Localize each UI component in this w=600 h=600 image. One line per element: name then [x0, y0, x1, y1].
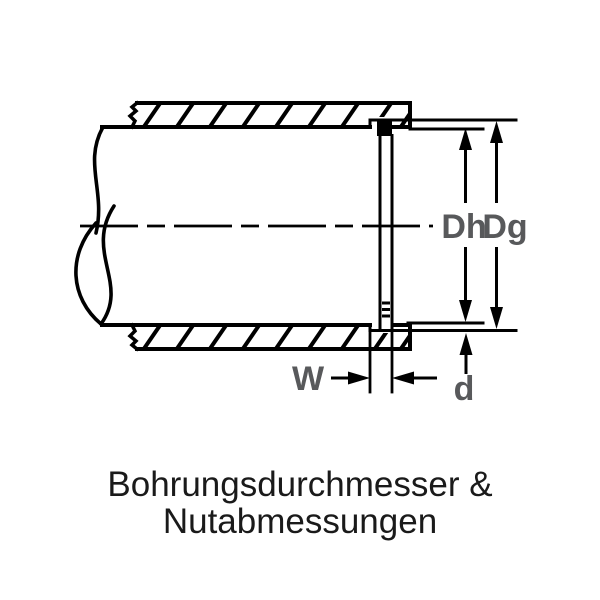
bore-surface-lines	[100, 125, 412, 327]
caption-line-2: Nutabmessungen	[162, 502, 438, 541]
housing-bottom-wall	[127, 322, 412, 352]
ring-section-filled	[377, 119, 392, 136]
label-dh: Dh	[441, 208, 486, 246]
ring-gap-dashes	[382, 301, 390, 318]
dim-line-dh	[459, 128, 472, 322]
dim-width-w	[331, 371, 437, 385]
dim-line-dg	[490, 121, 503, 329]
break-lines	[74, 125, 116, 326]
label-w: W	[292, 360, 325, 398]
housing-top-wall	[127, 100, 412, 130]
caption-line-1: Bohrungsdurchmesser &	[107, 465, 493, 504]
retaining-ring	[377, 119, 394, 331]
dim-depth-d	[459, 333, 473, 374]
label-dg: Dg	[482, 208, 527, 246]
label-d: d	[454, 370, 475, 408]
caption: Bohrungsdurchmesser & Nutabmessungen	[0, 466, 600, 540]
extension-lines	[368, 118, 518, 394]
